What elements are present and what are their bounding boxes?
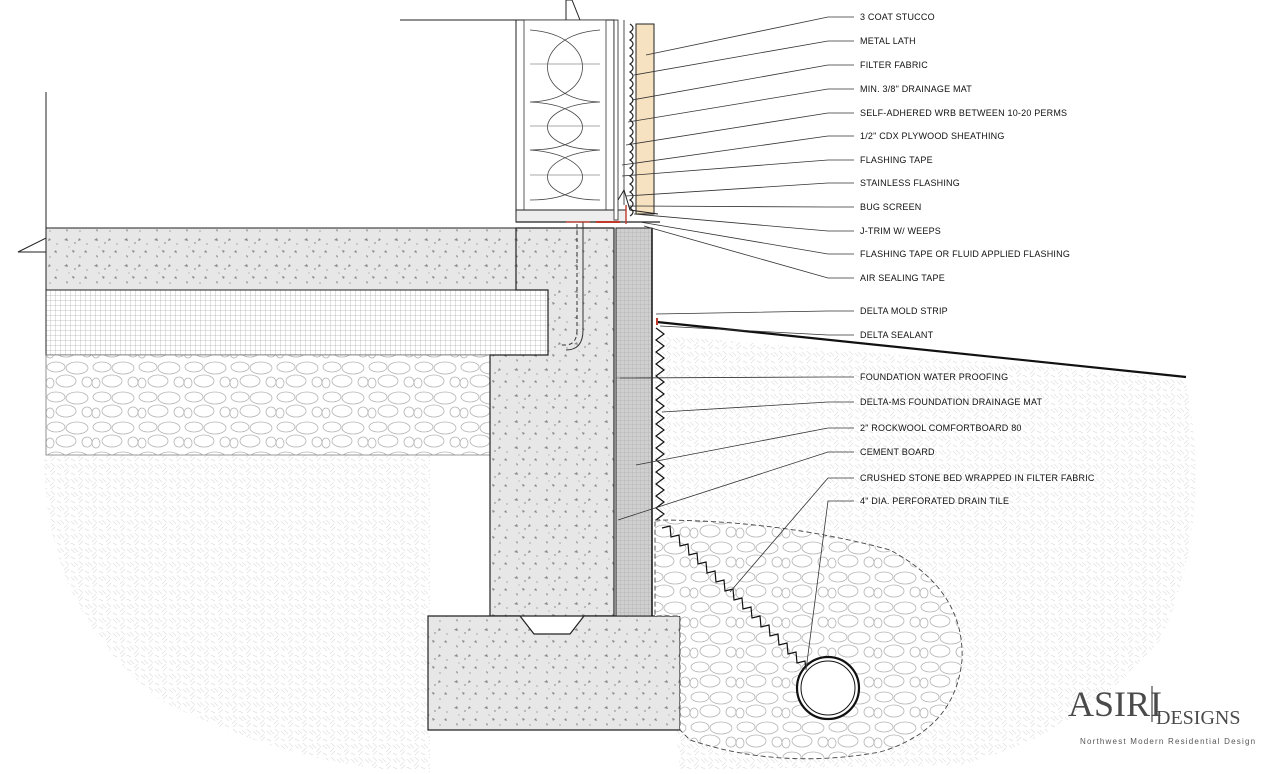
callout-bug-screen: BUG SCREEN	[860, 202, 922, 212]
callout-air-sealing-tape: AIR SEALING TAPE	[860, 273, 945, 283]
callout-drainage-mat: MIN. 3/8" DRAINAGE MAT	[860, 84, 972, 94]
leader-line	[627, 88, 854, 123]
callout-filter-fabric: FILTER FABRIC	[860, 60, 928, 70]
leader-line	[621, 135, 854, 166]
callout-drain-tile: 4" DIA. PERFORATED DRAIN TILE	[860, 496, 1009, 506]
callout-delta-sealant: DELTA SEALANT	[860, 330, 934, 340]
leader-line	[729, 477, 854, 593]
callout-rockwool-comfortboard: 2" ROCKWOOL COMFORTBOARD 80	[860, 423, 1022, 433]
leader-line	[655, 310, 854, 315]
crushed-stone-bed	[654, 519, 963, 760]
interior-slab-assembly	[17, 92, 549, 456]
exterior-cladding-layers	[613, 19, 659, 224]
leader-line	[661, 401, 854, 413]
callout-self-adhered-wrb: SELF-ADHERED WRB BETWEEN 10-20 PERMS	[860, 108, 1067, 118]
leader-line	[805, 500, 854, 671]
perforated-drain-tile	[795, 655, 861, 721]
leader-line	[621, 159, 854, 177]
callout-metal-lath: METAL LATH	[860, 36, 916, 46]
callout-delta-mold-strip: DELTA MOLD STRIP	[860, 306, 948, 316]
callout-j-trim: J-TRIM W/ WEEPS	[860, 226, 941, 236]
leader-line	[625, 182, 854, 197]
finished-grade	[656, 318, 1187, 379]
callout-flashing-tape: FLASHING TAPE	[860, 155, 933, 165]
leader-line	[633, 40, 854, 76]
brand-tagline: Northwest Modern Residential Design	[1080, 737, 1256, 746]
leader-line	[627, 205, 854, 208]
stud-wall-framing	[400, 0, 660, 223]
leader-line	[633, 213, 854, 232]
callout-crushed-stone-bed: CRUSHED STONE BED WRAPPED IN FILTER FABR…	[860, 473, 1095, 483]
leader-line	[659, 325, 854, 336]
callout-cement-board: CEMENT BOARD	[860, 447, 935, 457]
callout-fluid-applied-flashing: FLASHING TAPE OR FLUID APPLIED FLASHING	[860, 249, 1070, 259]
leader-line	[645, 16, 854, 56]
dimpled-drainage-mat	[655, 327, 665, 521]
callout-3-coat-stucco: 3 COAT STUCCO	[860, 12, 935, 22]
leader-line	[643, 225, 854, 279]
concrete-footing	[427, 615, 681, 731]
leader-line	[639, 221, 854, 255]
callout-delta-ms-drainage-mat: DELTA-MS FOUNDATION DRAINAGE MAT	[860, 397, 1043, 407]
asiri-designs-logo: ASIRI DESIGNS Northwest Modern Residenti…	[1068, 684, 1256, 746]
leader-line	[631, 64, 854, 101]
callout-foundation-waterproofing: FOUNDATION WATER PROOFING	[860, 372, 1008, 382]
callout-leader-lines	[617, 16, 854, 671]
callout-stainless-flashing: STAINLESS FLASHING	[860, 178, 960, 188]
callout-labels: 3 COAT STUCCO METAL LATH FILTER FABRIC M…	[860, 12, 1095, 506]
brand-name: ASIRI	[1068, 684, 1162, 724]
leader-line	[617, 451, 854, 521]
leader-line	[619, 376, 854, 379]
callout-plywood-sheathing: 1/2" CDX PLYWOOD SHEATHING	[860, 131, 1005, 141]
leader-line	[625, 112, 854, 146]
rockwool-insulation-board	[615, 227, 653, 617]
brand-sub: DESIGNS	[1156, 707, 1240, 729]
leader-line	[635, 427, 854, 466]
